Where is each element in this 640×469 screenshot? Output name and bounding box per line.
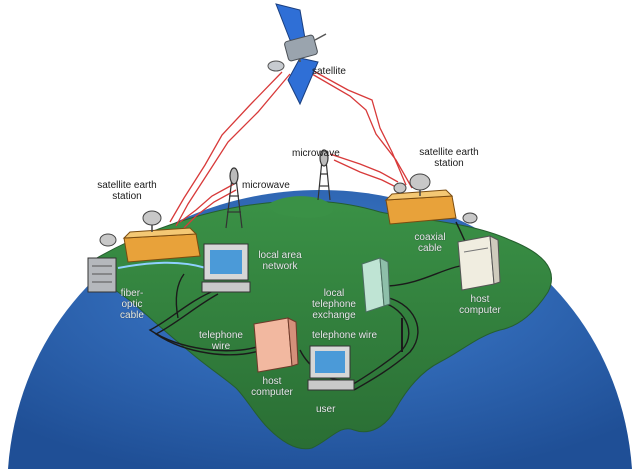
label-earth-station-right-line1: satellite earth (419, 147, 479, 158)
lan-wire-1 (148, 289, 261, 352)
label-fiber-line2: optic (121, 299, 143, 310)
label-lan-line1: local area (258, 250, 302, 261)
label-microwave-left: microwave (242, 180, 290, 191)
label-telephone-wire-right: telephone wire (312, 330, 378, 341)
label-lan: local area network (250, 250, 310, 272)
link-sat-left-2 (175, 73, 291, 227)
microwave-tower-left (225, 167, 243, 229)
label-microwave-top: microwave (292, 148, 340, 159)
label-telephone-wire-left-line2: wire (211, 341, 231, 352)
label-exchange-line1: local (323, 288, 345, 299)
label-lan-line2: network (262, 261, 298, 272)
exchange-to-host-wire (387, 265, 461, 287)
lan-computer-icon (201, 243, 251, 293)
label-earth-station-left: satellite earth station (82, 180, 172, 202)
label-host-right-line2: computer (459, 305, 501, 316)
telephone-wire-right-2 (353, 295, 419, 391)
label-exchange: local telephone exchange (302, 288, 366, 321)
label-host-right: host computer (452, 294, 508, 316)
label-fiber: fiber- optic cable (112, 288, 152, 321)
label-satellite: satellite (312, 66, 346, 77)
label-host-right-line1: host (470, 294, 490, 305)
fiber-optic-cable (117, 261, 207, 269)
satellite-icon (267, 3, 327, 106)
link-sat-right-1 (307, 67, 407, 186)
label-earth-station-right: satellite earth station (404, 147, 494, 169)
label-telephone-wire-left: telephone wire (196, 330, 246, 352)
link-mw-left-2 (183, 189, 237, 229)
user-computer-icon (307, 345, 355, 391)
telephone-wire-left (175, 273, 185, 319)
label-earth-station-right-line2: station (434, 158, 464, 169)
label-coaxial-line1: coaxial (414, 232, 446, 243)
label-exchange-line3: exchange (312, 310, 356, 321)
link-sat-left-1 (169, 71, 283, 223)
label-host-center: host computer (244, 376, 300, 398)
link-mw-left-1 (179, 183, 235, 223)
label-user: user (316, 404, 336, 415)
link-mw-right-2 (333, 159, 403, 191)
label-fiber-line3: cable (120, 310, 144, 321)
earth-station-right-icon (384, 173, 478, 225)
link-sat-right-2 (311, 73, 413, 189)
host-computer-center-icon (253, 317, 299, 373)
label-host-center-line2: computer (251, 387, 293, 398)
microwave-tower-top (317, 149, 331, 201)
label-earth-station-left-line1: satellite earth (97, 180, 157, 191)
label-exchange-line2: telephone (312, 299, 356, 310)
link-mw-right-1 (329, 153, 399, 183)
label-host-center-line1: host (262, 376, 282, 387)
earth-station-left-icon (99, 210, 201, 263)
earth-land-north (265, 196, 334, 218)
label-earth-station-left-line2: station (112, 191, 142, 202)
telephone-exchange-icon (361, 257, 391, 313)
label-telephone-wire-left-line1: telephone (199, 330, 243, 341)
label-coaxial-line2: cable (418, 243, 442, 254)
server-left-icon (87, 257, 117, 293)
label-coaxial: coaxial cable (410, 232, 450, 254)
wireless-links (169, 67, 413, 229)
host-computer-right-icon (457, 235, 501, 291)
lan-wire-2 (154, 293, 263, 356)
label-fiber-line1: fiber- (120, 288, 144, 299)
